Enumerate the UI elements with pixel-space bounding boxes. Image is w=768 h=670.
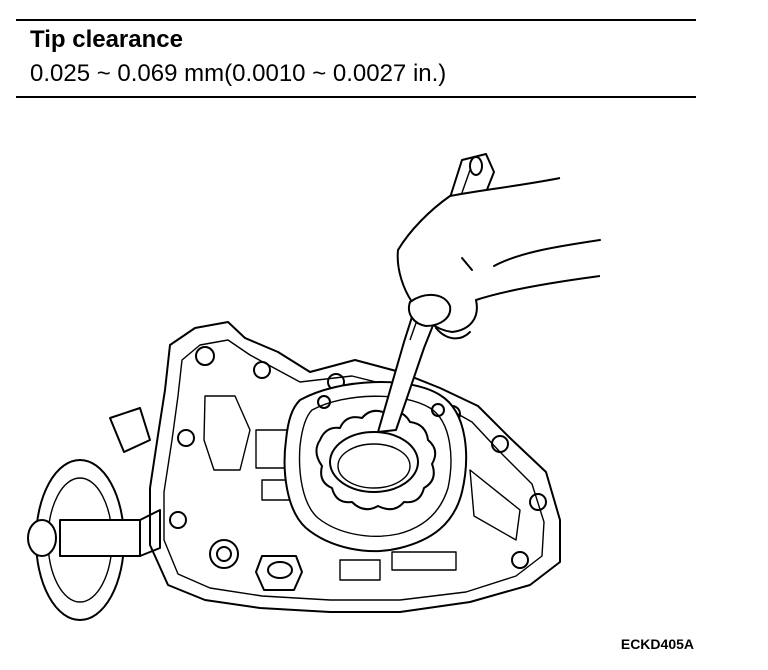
top-rule [16,19,696,21]
pump-drive-flange [27,407,161,621]
spec-title: Tip clearance [30,26,183,53]
oil-pump-illustration [0,100,768,640]
pump-bolts [209,539,303,591]
technician-hand [396,177,601,340]
rotor-plate [283,381,467,553]
spec-value: 0.025 ~ 0.069 mm(0.0010 ~ 0.0027 in.) [30,60,447,87]
figure-code: ECKD405A [620,636,694,652]
bottom-rule [16,96,696,98]
